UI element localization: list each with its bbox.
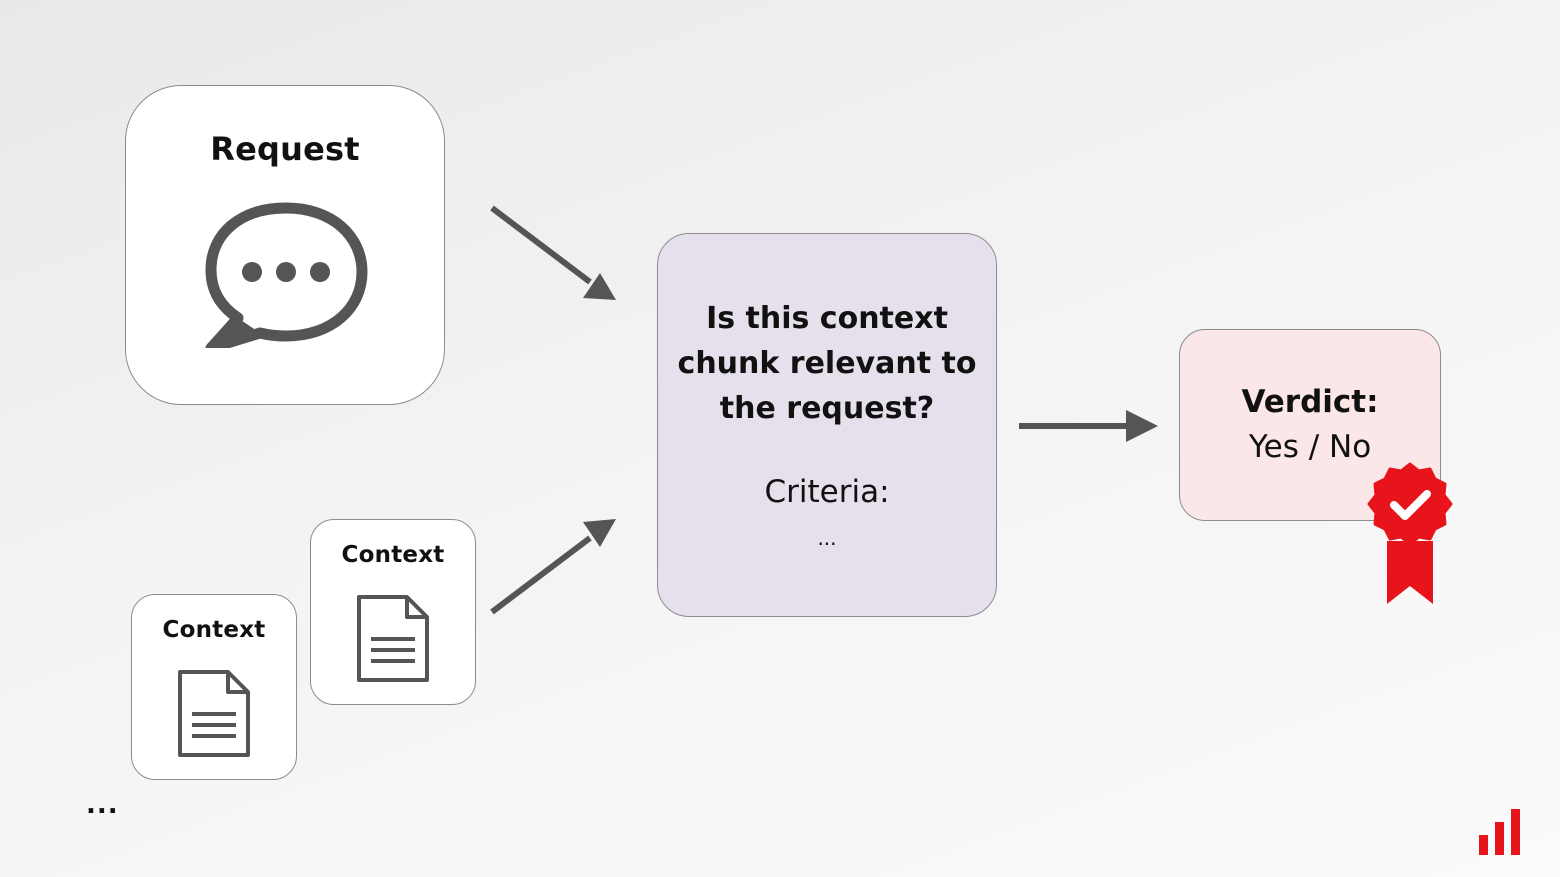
criteria-label: Criteria: (764, 474, 890, 510)
approved-rosette-check-icon (1367, 462, 1453, 604)
criteria-placeholder: ... (817, 526, 837, 550)
relevance-question-card: Is this context chunk relevant to the re… (657, 233, 997, 617)
arrow-request-to-question (490, 205, 616, 300)
verdict-value: Yes / No (1248, 429, 1372, 465)
context-title: Context (162, 617, 266, 643)
document-icon (178, 670, 250, 757)
speech-bubble-ellipsis-icon (205, 202, 368, 348)
context-title: Context (341, 542, 445, 568)
context-card: Context (131, 594, 297, 780)
request-title: Request (210, 130, 360, 168)
verdict-label: Verdict: (1241, 384, 1379, 420)
question-line: the request? (719, 391, 935, 426)
bar-chart-logo-icon (1479, 809, 1520, 855)
more-items-ellipsis: ... (86, 790, 119, 820)
question-line: Is this context (706, 301, 948, 336)
question-line: chunk relevant to (677, 346, 977, 381)
arrow-question-to-verdict (1019, 410, 1158, 442)
request-card: Request (125, 85, 445, 405)
arrow-context-to-question (490, 519, 616, 615)
context-card: Context (310, 519, 476, 705)
relevance-question: Is this context chunk relevant to the re… (668, 296, 986, 431)
document-icon (357, 595, 429, 682)
